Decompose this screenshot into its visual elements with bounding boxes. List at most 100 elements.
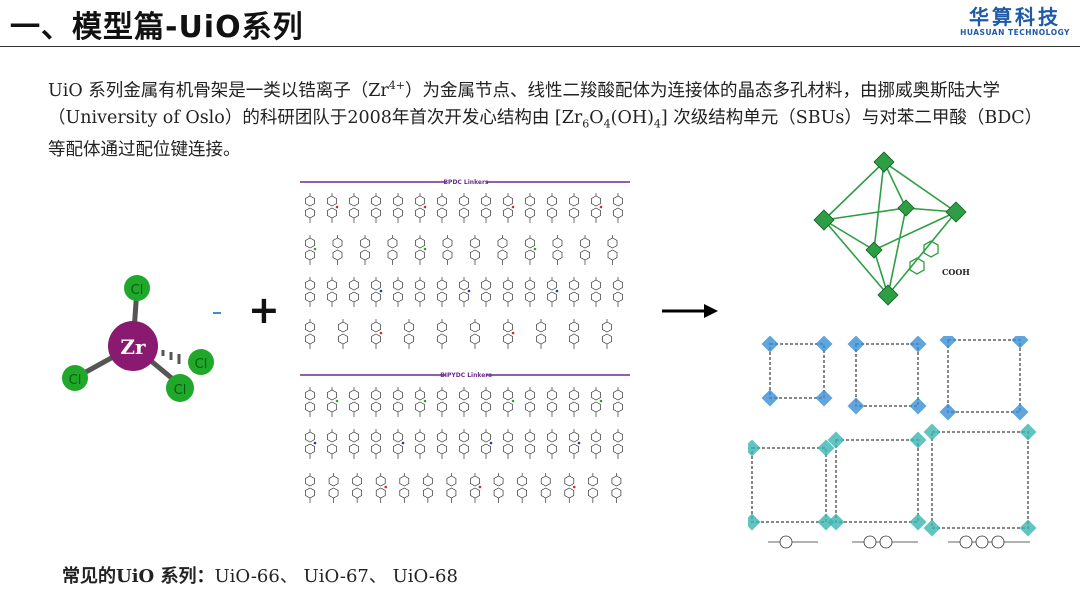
logo-english: HUASUAN TECHNOLOGY: [960, 28, 1070, 37]
linker-structure: [352, 473, 362, 503]
linker-structure: [415, 235, 427, 265]
linker-structure: [613, 193, 623, 223]
linker-structure: [437, 277, 447, 307]
linker-structure: [446, 473, 457, 503]
linker-structure: [459, 277, 471, 307]
linker-structure: [503, 387, 515, 417]
linker-structure: [415, 277, 425, 307]
linker-structure: [349, 387, 359, 417]
linker-structure: [360, 235, 370, 265]
linker-structure: [569, 193, 579, 223]
linker-structure: [588, 473, 598, 503]
linker-structure: [305, 277, 315, 307]
linker-structure: [327, 277, 337, 307]
linker-structures-panel: BPDC Linkers BIPYDC Linkers: [296, 177, 636, 533]
linker-structure: [459, 193, 469, 223]
linker-structure: [569, 319, 579, 349]
linker-structure: [613, 277, 623, 307]
linker-structure: [437, 193, 447, 223]
linker-structure: [591, 429, 601, 459]
linker-structure: [607, 235, 618, 265]
plus-operator: +: [248, 288, 280, 332]
framework-cell: [847, 336, 927, 415]
linker-structure: [393, 193, 403, 223]
linker-structure: [536, 319, 546, 349]
linker-structure: [393, 277, 403, 307]
linker-structure: [375, 473, 388, 503]
linker-structure: [328, 473, 339, 503]
linker-structure: [332, 235, 343, 265]
linker-structure: [349, 277, 359, 307]
framework-cell: [748, 439, 835, 531]
dicarboxylate-linker-sketch: [768, 535, 818, 549]
linker-structure: [305, 429, 317, 459]
cl-label-left: Cl: [69, 373, 82, 388]
linker-structure: [497, 235, 508, 265]
linker-structure: [591, 193, 603, 223]
cooh-label: COOH: [942, 267, 970, 277]
linker-structure: [371, 319, 383, 349]
uio-octahedral-cage-illustration: COOH: [813, 151, 970, 306]
linker-structure: [503, 193, 515, 223]
linker-structure: [503, 429, 513, 459]
linker-structure: [327, 387, 339, 417]
zrcl4-molecule-illustration: Zr Cl Cl Cl Cl: [62, 275, 221, 402]
linker-structure: [517, 473, 527, 503]
linker-structure: [459, 429, 469, 459]
linker-structure: [437, 429, 447, 459]
linker-structure: [613, 387, 623, 417]
linker-structure: [525, 277, 535, 307]
linker-structure: [387, 235, 398, 265]
linker-structure: [470, 473, 482, 503]
linker-structure: [525, 387, 535, 417]
linker-structure: [305, 387, 315, 417]
linker-structure: [493, 473, 504, 503]
logo-chinese: 华算科技: [969, 5, 1062, 29]
linker-structure: [393, 387, 403, 417]
cl-label-bottom: Cl: [174, 383, 187, 398]
linker-structure: [611, 473, 622, 503]
linker-structure: [393, 429, 405, 459]
linker-structure: [481, 429, 493, 459]
linker-structure: [569, 387, 579, 417]
linker-structure: [338, 319, 348, 349]
linker-structure: [442, 235, 453, 265]
linker-structure: [525, 235, 537, 265]
linker-structure: [569, 429, 581, 459]
linker-structure: [371, 429, 381, 459]
linker-structure: [591, 277, 601, 307]
linker-structure: [470, 235, 480, 265]
linker-structure: [547, 429, 557, 459]
linker-structure: [437, 387, 447, 417]
linker-structure: [564, 473, 576, 503]
linker-structures-figure: BPDC Linkers BIPYDC Linkers: [300, 179, 630, 503]
linker-structure: [305, 319, 315, 349]
linker-structure: [470, 319, 480, 349]
bpdc-linkers-header: BPDC Linkers: [443, 179, 488, 186]
bipydc-linkers-header: BIPYDC Linkers: [440, 372, 492, 379]
linker-structure: [525, 429, 535, 459]
framework-cell: [923, 423, 1037, 537]
common-uio-series-line: 常见的UiO 系列：UiO-66、 UiO-67、 UiO-68: [62, 566, 458, 587]
linker-structure: [415, 429, 425, 459]
linker-structure: [540, 473, 551, 503]
linker-structure: [415, 193, 427, 223]
reaction-arrow-icon: [662, 304, 718, 318]
framework-cell: [939, 336, 1029, 421]
linker-structure: [305, 193, 315, 223]
dicarboxylate-linker-sketch: [852, 535, 918, 549]
framework-structures: [748, 336, 1037, 549]
linker-structure: [327, 193, 339, 223]
linker-structure: [525, 193, 535, 223]
linker-structure: [481, 277, 491, 307]
linker-structure: [547, 193, 557, 223]
linker-structure: [481, 387, 491, 417]
linker-structure: [591, 387, 603, 417]
linker-structure: [404, 319, 414, 349]
linker-structure: [437, 319, 447, 349]
company-logo: 华算科技 HUASUAN TECHNOLOGY: [960, 6, 1070, 37]
linker-structure: [349, 193, 359, 223]
cl-label-right: Cl: [195, 357, 208, 372]
framework-cell: [827, 431, 927, 531]
cl-label-top: Cl: [131, 283, 144, 298]
